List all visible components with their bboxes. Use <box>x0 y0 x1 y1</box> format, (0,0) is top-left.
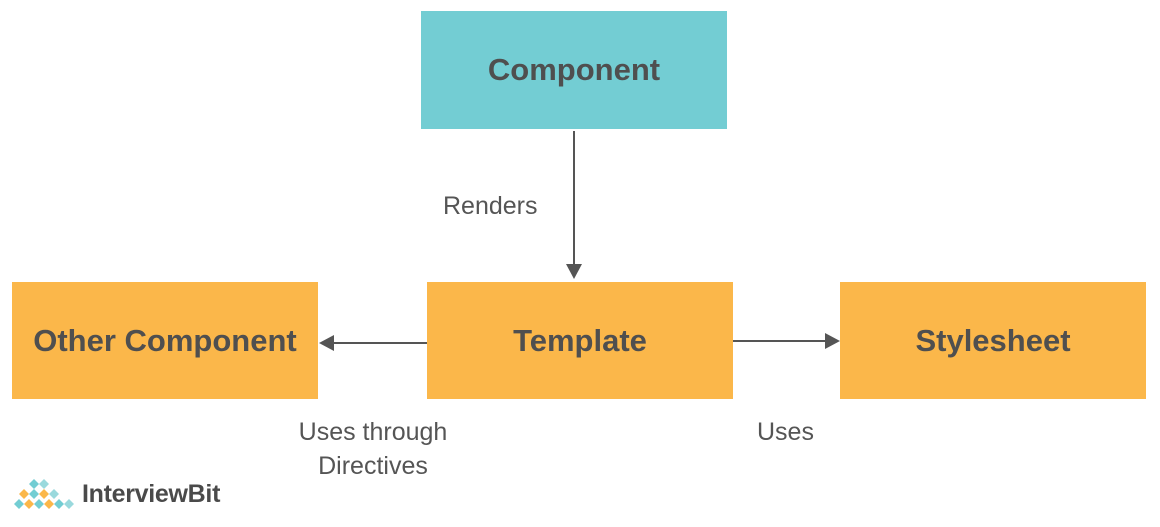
other-component-node: Other Component <box>12 282 318 399</box>
other-component-node-label: Other Component <box>33 322 297 358</box>
logo-text: InterviewBit <box>82 479 221 508</box>
renders-edge-label: Renders <box>443 192 538 220</box>
interviewbit-logo: InterviewBit <box>14 474 220 514</box>
stylesheet-node: Stylesheet <box>840 282 1146 399</box>
template-node: Template <box>427 282 733 399</box>
uses-edge-label: Uses <box>757 418 814 446</box>
uses-through-directives-line2: Directives <box>318 452 428 480</box>
uses-directives-arrowhead <box>319 335 334 351</box>
diamond-grid-icon <box>14 479 74 509</box>
component-node: Component <box>421 11 727 129</box>
uses-through-directives-edge-label: Uses through Directives <box>280 415 466 483</box>
renders-arrowhead <box>566 264 582 279</box>
uses-through-directives-line1: Uses through <box>298 418 448 446</box>
component-node-label: Component <box>487 52 661 87</box>
uses-arrowhead <box>825 333 840 349</box>
template-node-label: Template <box>513 322 647 358</box>
stylesheet-node-label: Stylesheet <box>915 322 1071 358</box>
